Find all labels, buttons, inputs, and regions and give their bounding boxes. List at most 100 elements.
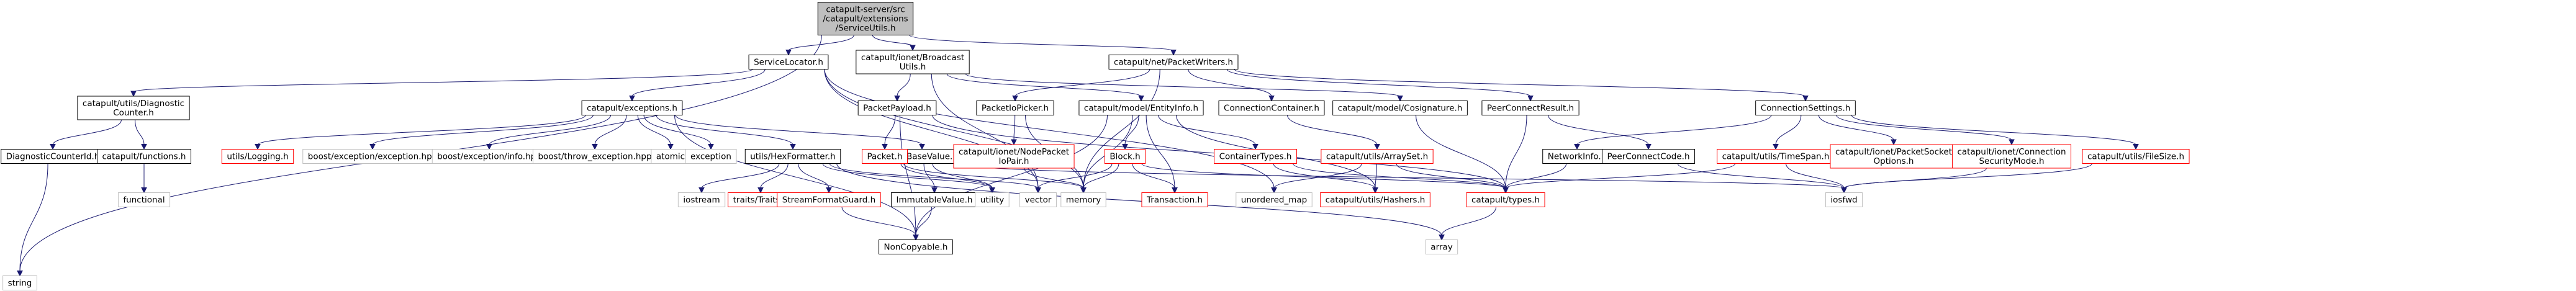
- edge-entityinfo-to-transaction: [1146, 115, 1178, 194]
- edge-diagcounter-to-diagcounterid: [50, 119, 122, 150]
- node-entityinfo[interactable]: catapult/model/EntityInfo.h: [1078, 101, 1204, 115]
- node-streamformatguard[interactable]: StreamFormatGuard.h: [777, 192, 881, 207]
- edge-types-to-array: [1439, 207, 1497, 241]
- edge-exceptions-to-noncopyable: [674, 115, 919, 241]
- node-immutablevalue[interactable]: ImmutableValue.h: [891, 192, 978, 207]
- node-label: memory: [1066, 195, 1101, 205]
- edge-broadcast-to-entityinfo: [946, 73, 1144, 102]
- node-packet[interactable]: Packet.h: [861, 149, 908, 164]
- edge-servicelocator-to-memory: [824, 69, 1087, 194]
- node-label: catapult/utils/ArraySet.h: [1326, 152, 1428, 162]
- node-label: ConnectionSettings.h: [1761, 104, 1851, 114]
- node-label: SecurityMode.h: [1979, 156, 2044, 166]
- node-label: atomic: [656, 152, 685, 162]
- node-label: iosfwd: [1830, 195, 1857, 205]
- edge-connectionsettings-to-packetsocketoptions: [1818, 115, 1897, 146]
- node-label: catapult/utils/Diagnostic: [83, 99, 184, 109]
- node-hexformatter[interactable]: utils/HexFormatter.h: [744, 149, 841, 164]
- node-packetwriters[interactable]: catapult/net/PacketWriters.h: [1108, 55, 1239, 69]
- node-utility: utility: [975, 192, 1010, 207]
- node-packetpayload[interactable]: PacketPayload.h: [857, 101, 937, 115]
- edge-functions-to-functional: [141, 163, 147, 194]
- node-servicelocator[interactable]: ServiceLocator.h: [748, 55, 829, 69]
- node-label: PacketIoPicker.h: [982, 104, 1049, 114]
- node-diagcounterid[interactable]: DiagnosticCounterId.h: [1, 149, 105, 164]
- edge-connectionsettings-to-networkinfo: [1574, 115, 1772, 150]
- node-label: IoPair.h: [999, 156, 1029, 166]
- node-atomic: atomic: [651, 149, 690, 164]
- edge-root-to-servicelocator: [785, 35, 854, 56]
- node-peerconnectcode[interactable]: PeerConnectCode.h: [1601, 149, 1696, 164]
- node-functional: functional: [117, 192, 171, 207]
- node-packetiopicker[interactable]: PacketIoPicker.h: [976, 101, 1054, 115]
- node-label: unordered_map: [1241, 195, 1307, 205]
- node-vector: vector: [1019, 192, 1057, 207]
- node-logging[interactable]: utils/Logging.h: [221, 149, 294, 164]
- edge-diagcounter-to-functions: [135, 119, 147, 150]
- node-peerconnectresult[interactable]: PeerConnectResult.h: [1481, 101, 1579, 115]
- node-label: ContainerTypes.h: [1219, 152, 1292, 162]
- edge-connectionsettings-to-connsecuritymode: [1836, 115, 2015, 146]
- node-label: ImmutableValue.h: [897, 195, 973, 205]
- node-types[interactable]: catapult/types.h: [1466, 192, 1545, 207]
- node-iostream: iostream: [677, 192, 726, 207]
- node-noncopyable[interactable]: NonCopyable.h: [879, 240, 953, 254]
- node-label: Packet.h: [867, 152, 902, 162]
- node-arrayset[interactable]: catapult/utils/ArraySet.h: [1321, 149, 1434, 164]
- node-label: catapult/utils/Hashers.h: [1326, 195, 1426, 205]
- edge-hexformatter-to-iostream: [698, 163, 780, 194]
- node-label: catapult/utils/TimeSpan.h: [1722, 152, 1830, 162]
- edge-exceptions-to-basevalue: [675, 115, 925, 150]
- edge-exceptions-to-hexformatter: [656, 115, 796, 150]
- node-traits[interactable]: traits/Traits.h: [728, 192, 793, 207]
- node-filesize[interactable]: catapult/utils/FileSize.h: [2082, 149, 2190, 164]
- node-label: traits/Traits.h: [733, 195, 789, 205]
- edge-exceptions-to-logging: [255, 115, 586, 150]
- edge-packetwriters-to-packetiopicker: [1012, 69, 1150, 102]
- node-connectionsettings[interactable]: ConnectionSettings.h: [1755, 101, 1856, 115]
- node-containertypes[interactable]: ContainerTypes.h: [1214, 149, 1297, 164]
- node-connectioncontainer[interactable]: ConnectionContainer.h: [1218, 101, 1325, 115]
- edge-connectioncontainer-to-arrayset: [1287, 115, 1380, 150]
- edge-connectionsettings-to-timespan: [1773, 115, 1802, 150]
- node-label: Transaction.h: [1146, 195, 1203, 205]
- edge-containertypes-to-hashers: [1273, 163, 1378, 194]
- node-label: DiagnosticCounterId.h: [6, 152, 100, 162]
- node-label: boost/exception/info.hpp: [437, 152, 541, 162]
- node-diagcounter[interactable]: catapult/utils/DiagnosticCounter.h: [77, 96, 190, 120]
- node-block[interactable]: Block.h: [1104, 149, 1146, 164]
- edge-servicelocator-to-vector: [824, 69, 1041, 194]
- node-label: functional: [123, 195, 165, 205]
- node-cosignature[interactable]: catapult/model/Cosignature.h: [1332, 101, 1468, 115]
- node-label: utils/Logging.h: [227, 152, 288, 162]
- node-root[interactable]: catapult-server/src/catapult/extensions/…: [817, 2, 914, 35]
- node-label: PacketPayload.h: [863, 104, 931, 114]
- node-label: utility: [980, 195, 1004, 205]
- node-label: catapult/exceptions.h: [587, 104, 677, 114]
- node-exceptions[interactable]: catapult/exceptions.h: [581, 101, 683, 115]
- node-functions[interactable]: catapult/functions.h: [96, 149, 192, 164]
- edge-block-to-memory: [1080, 163, 1119, 194]
- node-label: exception: [690, 152, 731, 162]
- edge-packetiopicker-to-nodepacketiopair: [1011, 115, 1017, 146]
- edge-packetwriters-to-peerconnectresult: [1226, 69, 1534, 102]
- edge-exceptions-to-exception: [643, 115, 714, 150]
- node-boostthrow: boost/throw_exception.hpp: [532, 149, 658, 164]
- node-label: /catapult/extensions: [823, 14, 908, 24]
- node-label: NetworkInfo.h: [1548, 152, 1607, 162]
- edge-block-to-vector: [1035, 163, 1113, 194]
- edge-basevalue-to-iosfwd: [959, 163, 1847, 194]
- node-string: string: [2, 275, 37, 290]
- node-timespan[interactable]: catapult/utils/TimeSpan.h: [1717, 149, 1835, 164]
- node-transaction[interactable]: Transaction.h: [1141, 192, 1208, 207]
- node-networkinfo[interactable]: NetworkInfo.h: [1542, 149, 1612, 164]
- node-label: catapult/ionet/NodePacket: [959, 147, 1069, 157]
- edge-exceptions-to-atomic: [637, 115, 674, 150]
- edge-arrayset-to-hashers: [1372, 163, 1378, 194]
- node-hashers[interactable]: catapult/utils/Hashers.h: [1320, 192, 1430, 207]
- edge-broadcast-to-packetpayload: [894, 73, 911, 102]
